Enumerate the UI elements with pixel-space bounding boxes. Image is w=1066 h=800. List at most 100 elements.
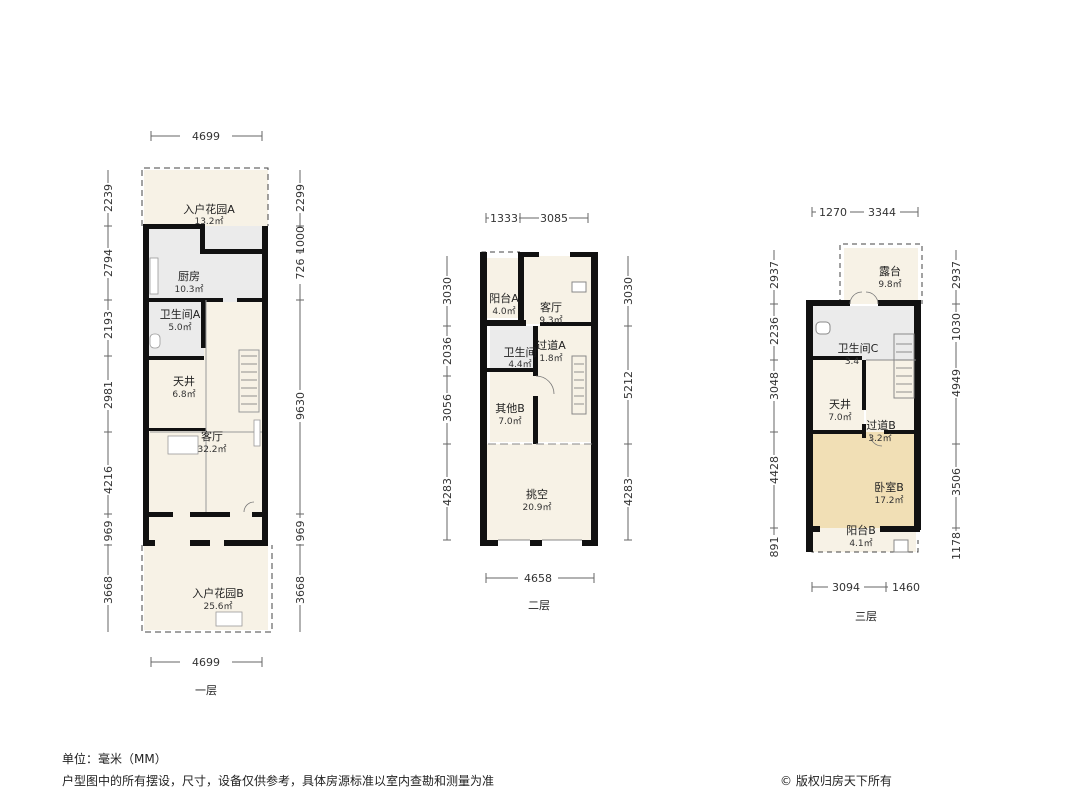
room-label: 天井	[173, 374, 195, 388]
dimension-top: 3344	[868, 206, 896, 219]
room-area: 4.4㎡	[508, 359, 531, 370]
dimension-right: 3506	[950, 468, 963, 496]
stair-3	[896, 343, 912, 393]
dimension-bottom: 1460	[892, 581, 920, 594]
dimension-left: 3668	[102, 576, 115, 604]
dimension-right: 3668	[294, 576, 307, 604]
dimension-right: 1178	[950, 532, 963, 560]
room-label: 过道B	[866, 418, 896, 432]
hall-b-floor	[866, 360, 916, 434]
room-area: 9.8㎡	[878, 279, 901, 290]
floor-1-left-dims: 2239 2794 2193 2981 4216 969 3668	[101, 183, 115, 605]
floor-3-walls	[806, 300, 921, 552]
floor-2-left-dims: 3030 2036 3056 4283	[440, 276, 454, 507]
floor-caption: 三层	[855, 610, 877, 623]
room-label: 厨房	[178, 270, 200, 283]
dimension-top: 1333	[490, 212, 518, 225]
room-label: 其他B	[495, 402, 525, 415]
room-label: 阳台A	[489, 291, 519, 305]
room-label: 卫生间C	[838, 341, 879, 355]
stair-2	[574, 363, 584, 405]
dimension-left: 3056	[441, 394, 454, 422]
floor-3: 露台 9.8㎡ 卫生间C 3.4 天井 7.0㎡ 过道B 3.2㎡ 卧室B 17…	[767, 205, 963, 623]
floor-2: 阳台A 4.0㎡ 客厅 9.3㎡ 卫生间 4.4㎡ 过道A 1.8㎡ 其他B 7…	[440, 211, 635, 612]
dimension-right: 2299	[294, 184, 307, 212]
room-label: 天井	[829, 397, 851, 411]
room-area: 4.1㎡	[849, 538, 872, 549]
dimension-left: 2236	[768, 317, 781, 345]
room-area: 6.8㎡	[172, 389, 195, 400]
dimension-left: 2193	[102, 311, 115, 339]
garden-b-outline	[141, 545, 273, 633]
floor-3-right-dims: 2937 1030 4949 3506 1178	[949, 260, 963, 561]
dimension-left: 969	[102, 521, 115, 542]
room-area: 10.3㎡	[174, 284, 203, 295]
dimension-right: 4283	[622, 478, 635, 506]
dimension-left: 2036	[441, 337, 454, 365]
dimension-top: 4699	[192, 130, 220, 143]
garden-a-floor	[144, 170, 268, 226]
room-label: 卫生间	[504, 345, 537, 359]
dimension-right: 726	[294, 259, 307, 280]
dimension-top: 3085	[540, 212, 568, 225]
room-area: 3.2㎡	[868, 433, 891, 444]
room-area: 4.0㎡	[492, 306, 515, 317]
dimension-left: 2239	[102, 184, 115, 212]
copyright-note: © 版权归房天下所有	[780, 774, 892, 788]
dimension-top: 1270	[819, 206, 847, 219]
balcony-a-floor	[486, 258, 522, 318]
terrace-outline	[839, 243, 923, 304]
dimension-bottom: 4699	[192, 656, 220, 669]
floor-2-right-dims: 3030 5212 4283	[621, 276, 635, 507]
dimension-right: 4949	[950, 369, 963, 397]
dimension-bottom: 3094	[832, 581, 860, 594]
other-b-floor	[490, 372, 536, 442]
hall-a-floor	[536, 326, 594, 442]
void-floor	[486, 444, 594, 540]
dimension-left: 2981	[102, 381, 115, 409]
bath-2-floor	[490, 326, 536, 370]
dimension-right: 3030	[622, 277, 635, 305]
floor-3-left-dims: 2937 2236 3048 4428 891	[767, 260, 781, 559]
dimension-right: 1030	[950, 313, 963, 341]
dimension-right: 1000	[294, 226, 307, 254]
room-label: 卫生间A	[160, 307, 201, 321]
floor-1: 入户花园A 13.2㎡ 厨房 10.3㎡ 卫生间A 5.0㎡ 天井 6.8㎡ 客…	[101, 129, 307, 697]
dimension-right: 5212	[622, 371, 635, 399]
balcony-b-outline	[811, 540, 919, 553]
garden-b-floor	[144, 516, 268, 630]
room-label: 客厅	[540, 300, 562, 314]
dimension-left: 2794	[102, 249, 115, 277]
dimension-right: 969	[294, 521, 307, 542]
dimension-left: 3030	[441, 277, 454, 305]
floor-2-walls	[480, 252, 598, 546]
floor-caption: 二层	[528, 599, 550, 612]
room-area: 7.0㎡	[498, 416, 521, 427]
room-area: 32.2㎡	[197, 444, 226, 455]
room-label: 卧室B	[874, 480, 904, 494]
room-label: 挑空	[526, 487, 548, 501]
floor-1-walls	[143, 224, 268, 546]
dimension-right: 9630	[294, 392, 307, 420]
room-area: 9.3㎡	[539, 315, 562, 326]
room-label: 入户花园A	[183, 202, 235, 216]
room-label: 过道A	[536, 338, 566, 352]
room-area: 13.2㎡	[194, 216, 223, 227]
room-label: 露台	[879, 264, 901, 278]
bedroom-b-floor	[812, 432, 916, 528]
room-area: 1.8㎡	[539, 353, 562, 364]
kitchen-floor	[148, 226, 264, 302]
disclaimer-note: 户型图中的所有摆设，尺寸，设备仅供参考，具体房源标准以室内查勘和测量为准	[62, 774, 495, 788]
room-area: 20.9㎡	[522, 502, 551, 513]
dimension-left: 2937	[768, 261, 781, 289]
stair-1	[241, 355, 257, 405]
lightwell-3-floor	[812, 360, 864, 432]
room-label: 客厅	[201, 429, 223, 443]
dimension-left: 4283	[441, 478, 454, 506]
room-label: 阳台B	[846, 523, 876, 537]
terrace-floor	[844, 248, 918, 304]
room-area: 5.0㎡	[168, 322, 191, 333]
dimension-left: 3048	[768, 372, 781, 400]
room-area: 17.2㎡	[874, 495, 903, 506]
